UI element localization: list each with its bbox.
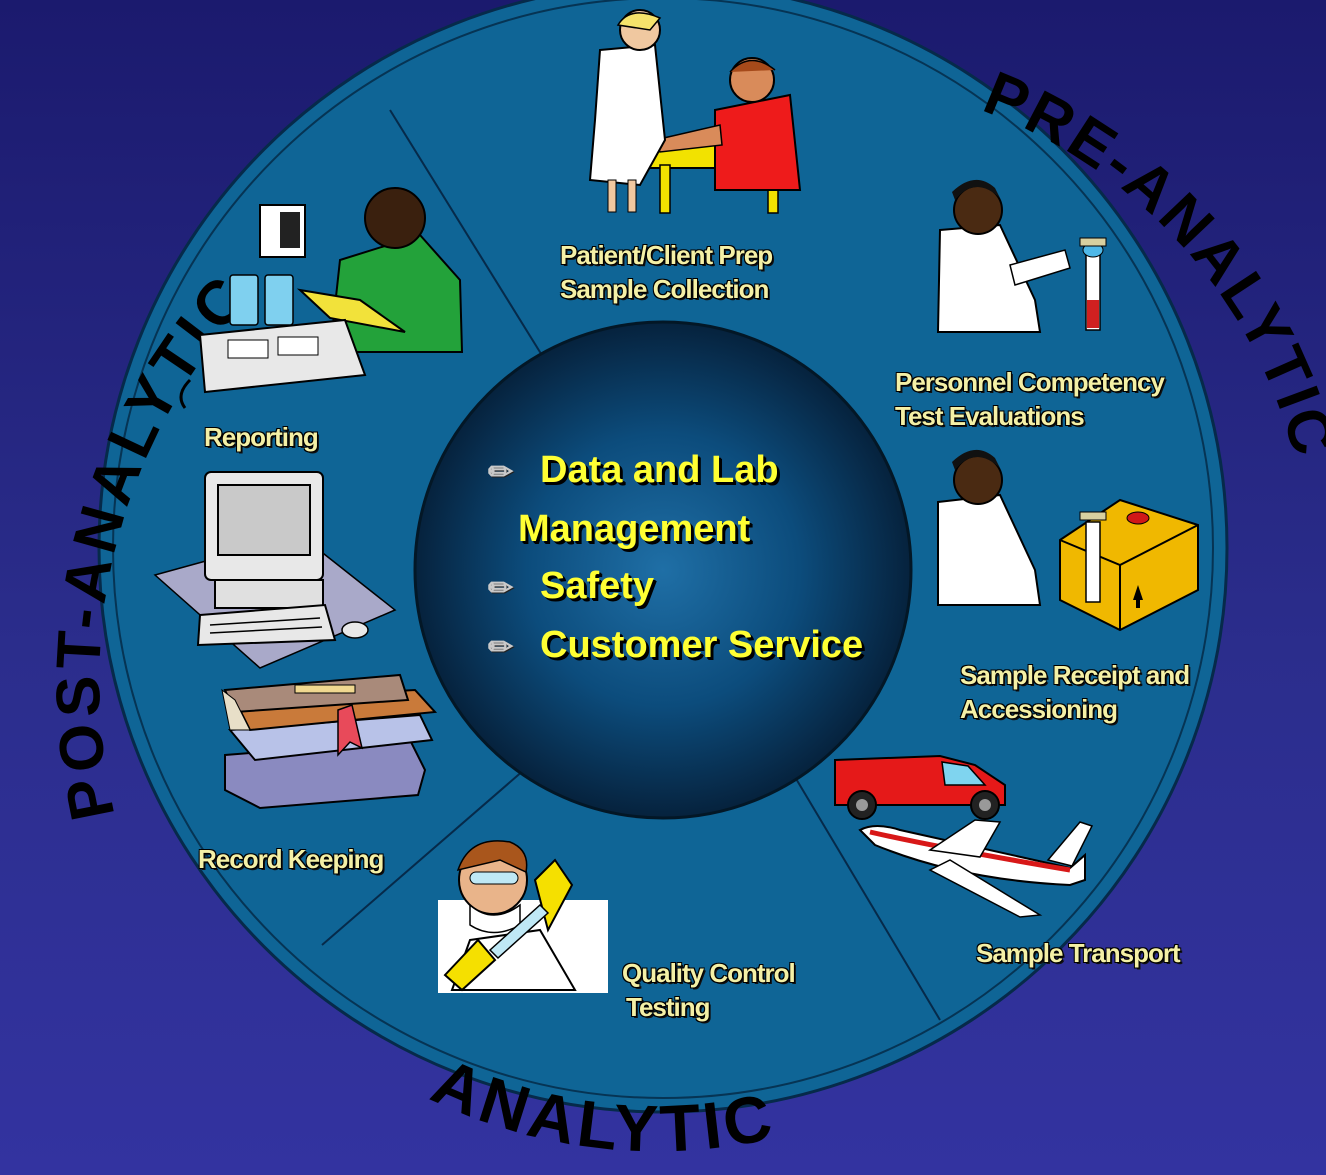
center-item-data-management: ✏Data and Lab	[488, 442, 908, 501]
pencil-bullet-icon: ✏	[488, 631, 514, 664]
divider-lower-left	[321, 769, 525, 946]
label-reporting: Reporting	[204, 422, 319, 452]
divider-top	[389, 109, 549, 366]
label-receipt: Sample Receipt and Accessioning	[960, 660, 1190, 724]
label-competency: Personnel Competency Test Evaluations	[895, 367, 1165, 431]
doctor-phone-icon	[179, 187, 464, 409]
lab-package-icon	[937, 449, 1199, 632]
inner-ring	[112, 0, 1214, 1099]
center-list: ✏Data and Lab Management ✏Safety ✏Custom…	[488, 442, 908, 676]
phlebotomist-icon	[588, 9, 802, 214]
divider-lower-right	[791, 771, 941, 1021]
center-item-customer-service: ✏Customer Service	[488, 617, 908, 676]
label-collection: Patient/Client Prep Sample Collection	[560, 240, 773, 304]
scientist-test-tube-icon	[438, 840, 608, 993]
label-transport: Sample Transport	[976, 938, 1181, 968]
label-record-keeping: Record Keeping	[198, 844, 384, 874]
pencil-bullet-icon: ✏	[488, 572, 514, 605]
computer-icon	[153, 471, 397, 669]
center-item-safety: ✏Safety	[488, 558, 908, 617]
center-item-data-management-cont: Management	[518, 508, 751, 550]
books-icon	[221, 673, 438, 810]
pencil-bullet-icon: ✏	[488, 456, 514, 489]
airplane-icon	[858, 819, 1094, 918]
lab-technician-icon	[936, 179, 1107, 333]
label-qc: Quality Control Testing	[622, 958, 796, 1022]
center-hub	[413, 320, 913, 820]
delivery-van-icon	[834, 754, 1006, 820]
